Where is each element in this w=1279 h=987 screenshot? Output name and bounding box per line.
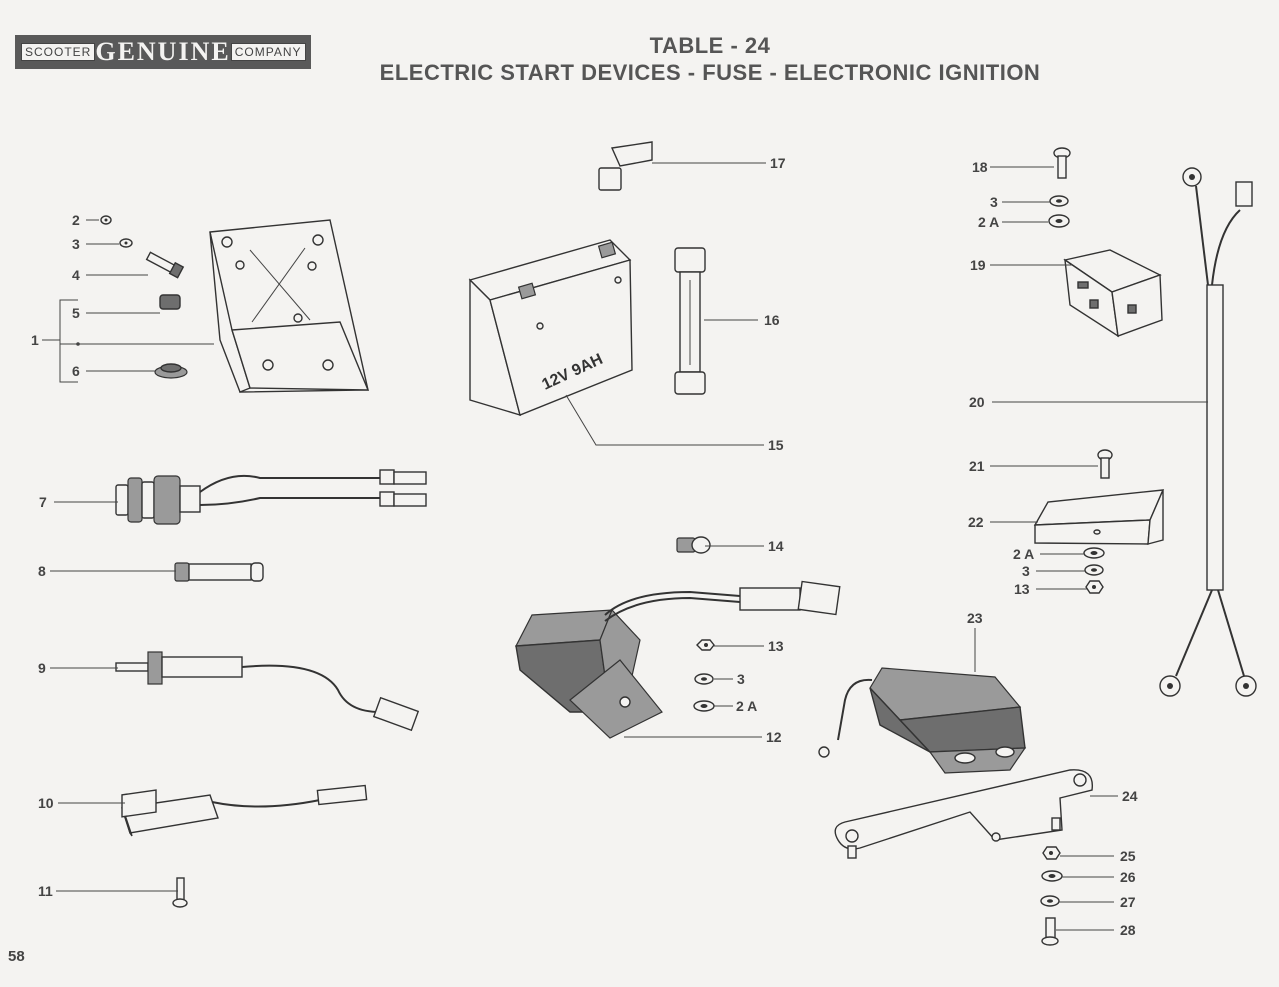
battery-strap-clip-icon bbox=[598, 141, 653, 191]
callout-label: 3 bbox=[72, 236, 80, 252]
logo-right-text: COMPANY bbox=[230, 43, 306, 61]
screw-icon bbox=[1097, 449, 1113, 479]
voltage-regulator-illustration bbox=[514, 580, 841, 739]
ignition-unit-illustration bbox=[818, 667, 1027, 774]
callout-label: 14 bbox=[768, 538, 784, 554]
callout-label: 7 bbox=[39, 494, 47, 510]
callout-label: 25 bbox=[1120, 848, 1136, 864]
callout-label: 2 A bbox=[1013, 546, 1034, 562]
callout-label: 5 bbox=[72, 305, 80, 321]
page-subtitle: ELECTRIC START DEVICES - FUSE - ELECTRON… bbox=[379, 60, 1041, 85]
callout-label: 8 bbox=[38, 563, 46, 579]
rubber-foot-icon bbox=[154, 363, 188, 379]
washer-icon bbox=[693, 700, 715, 712]
washer-icon bbox=[100, 215, 112, 225]
callout-label: 26 bbox=[1120, 869, 1136, 885]
table-title: TABLE - 24 bbox=[649, 33, 771, 58]
logo-left-text: SCOOTER bbox=[21, 43, 96, 61]
sensor-illustration bbox=[115, 651, 420, 732]
battery-strap-icon bbox=[674, 247, 706, 395]
callout-label: 27 bbox=[1120, 894, 1136, 910]
callout-label: 22 bbox=[968, 514, 984, 530]
cover-plate-illustration bbox=[1033, 489, 1165, 545]
callout-label: 2 A bbox=[978, 214, 999, 230]
callout-label: 3 bbox=[1022, 563, 1030, 579]
nut-icon bbox=[696, 639, 715, 651]
callout-label: 13 bbox=[1014, 581, 1030, 597]
switch-unit-illustration bbox=[1063, 249, 1163, 338]
callout-labels: 2 3 4 5 1 6 7 8 9 10 11 17 16 15 14 13 3… bbox=[31, 155, 1138, 938]
brand-logo: SCOOTER GENUINE COMPANY bbox=[15, 35, 311, 69]
washer-icon bbox=[694, 673, 714, 685]
nut-icon bbox=[1085, 580, 1104, 594]
callout-label: 18 bbox=[972, 159, 988, 175]
callout-label: 4 bbox=[72, 267, 80, 283]
battery-illustration: 12V 9AH bbox=[468, 239, 633, 417]
nut-icon bbox=[1042, 846, 1061, 860]
cable-clip-icon bbox=[676, 536, 711, 554]
wiring-harness-illustration bbox=[1159, 167, 1257, 697]
callout-label: 16 bbox=[764, 312, 780, 328]
washer-icon bbox=[119, 238, 133, 248]
callout-label: 17 bbox=[770, 155, 786, 171]
callout-label: 3 bbox=[990, 194, 998, 210]
callout-label: 3 bbox=[737, 671, 745, 687]
start-button-illustration bbox=[115, 469, 427, 525]
callout-label: 19 bbox=[970, 257, 986, 273]
washer-icon bbox=[1040, 895, 1060, 907]
callout-label: 23 bbox=[967, 610, 983, 626]
callout-label: 2 A bbox=[736, 698, 757, 714]
washer-icon bbox=[1084, 564, 1104, 576]
washer-icon bbox=[1041, 870, 1063, 882]
leader-lines bbox=[42, 162, 1208, 931]
bolt-icon bbox=[145, 251, 185, 279]
relay-illustration bbox=[121, 784, 368, 837]
fuse-illustration bbox=[174, 562, 264, 582]
screw-icon bbox=[1053, 147, 1071, 179]
callout-label: 15 bbox=[768, 437, 784, 453]
logo-main-text: GENUINE bbox=[95, 37, 231, 66]
callout-label: 12 bbox=[766, 729, 782, 745]
callout-label: 24 bbox=[1122, 788, 1138, 804]
screw-icon bbox=[172, 877, 188, 908]
callout-label: 2 bbox=[72, 212, 80, 228]
callout-label: 28 bbox=[1120, 922, 1136, 938]
page-number: 58 bbox=[8, 948, 25, 965]
screw-icon bbox=[1041, 917, 1059, 946]
washer-icon bbox=[1049, 195, 1069, 207]
callout-label: 10 bbox=[38, 795, 54, 811]
callout-label: 21 bbox=[969, 458, 985, 474]
mounting-bracket-illustration bbox=[834, 769, 1094, 859]
rubber-buffer-icon bbox=[159, 294, 181, 310]
callout-label: 11 bbox=[38, 883, 53, 899]
callout-label: 13 bbox=[768, 638, 784, 654]
callout-label: 9 bbox=[38, 660, 46, 676]
battery-tray-illustration bbox=[209, 219, 370, 393]
callout-label: 6 bbox=[72, 363, 80, 379]
callout-label: 20 bbox=[969, 394, 985, 410]
washer-icon bbox=[1083, 547, 1105, 559]
washer-icon bbox=[1048, 214, 1070, 228]
callout-label: 1 bbox=[31, 332, 39, 348]
